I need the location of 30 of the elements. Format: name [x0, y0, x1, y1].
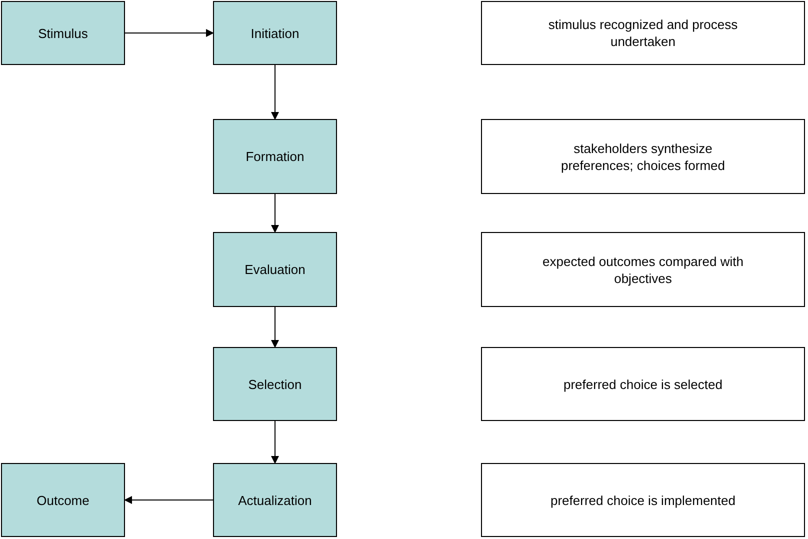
process-box	[213, 1, 337, 65]
box-label: Actualization	[238, 492, 312, 508]
box-label: expected outcomes compared with objectives	[542, 252, 744, 286]
box-label: Selection	[248, 376, 302, 392]
box-label: preferred choice is implemented	[550, 492, 736, 508]
box-label: Evaluation	[244, 261, 306, 278]
process-box	[213, 119, 337, 194]
process-box	[213, 347, 337, 421]
description-box	[481, 119, 805, 194]
arrow	[124, 29, 214, 37]
box-label: Formation	[246, 148, 304, 165]
process-box	[213, 463, 337, 537]
process-box	[1, 1, 125, 65]
box-label: Stimulus	[38, 24, 88, 42]
arrow	[271, 420, 279, 464]
arrow	[271, 64, 279, 120]
description-box	[481, 232, 805, 307]
process-box	[213, 232, 337, 307]
description-box	[481, 1, 805, 65]
arrow	[124, 496, 214, 504]
box-label: Initiation	[250, 24, 300, 42]
box-label: preferred choice is selected	[564, 376, 722, 392]
arrow	[271, 194, 279, 233]
description-box	[481, 347, 805, 421]
box-label: Outcome	[36, 492, 90, 508]
box-label: stakeholders synthesize preferences; choices formed	[560, 140, 726, 174]
process-box	[1, 463, 125, 537]
description-box	[481, 463, 805, 537]
arrow	[271, 306, 279, 348]
box-label: stimulus recognized and process undertaken	[547, 16, 739, 50]
